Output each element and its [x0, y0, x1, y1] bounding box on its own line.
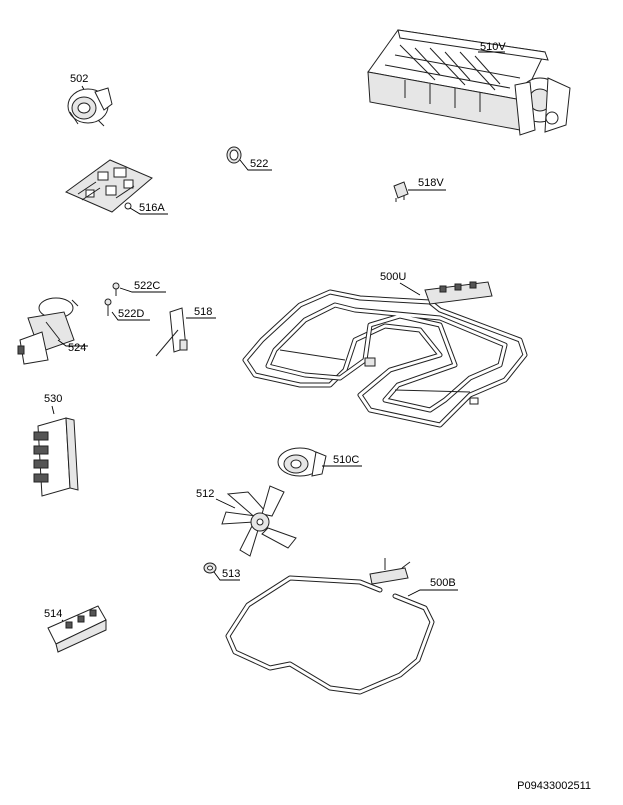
- part-label-524: 524: [68, 342, 86, 354]
- part-label-530: 530: [44, 393, 62, 405]
- part-label-510C: 510C: [333, 454, 359, 466]
- part-522D-drawing: 522D: [104, 298, 150, 321]
- part-label-500B: 500B: [430, 577, 456, 589]
- part-522-drawing: 522: [226, 146, 272, 171]
- part-502-drawing: 502: [67, 73, 113, 127]
- part-label-510V: 510V: [480, 41, 506, 53]
- part-label-522C: 522C: [134, 280, 160, 292]
- part-label-500U: 500U: [380, 271, 406, 283]
- part-516A-drawing: 516A: [64, 159, 168, 215]
- part-510C-drawing: 510C: [277, 447, 362, 477]
- part-label-513: 513: [222, 568, 240, 580]
- part-513-drawing: 513: [203, 562, 240, 581]
- part-510V-drawing: 510V: [367, 29, 571, 136]
- part-500U-drawing: 500U: [242, 271, 528, 428]
- part-512-drawing: 512: [196, 485, 297, 557]
- part-label-514: 514: [44, 608, 62, 620]
- document-code: P09433002511: [517, 780, 591, 792]
- part-label-518: 518: [194, 306, 212, 318]
- part-label-518V: 518V: [418, 177, 444, 189]
- part-label-522: 522: [250, 158, 268, 170]
- part-518-drawing: 518: [155, 306, 216, 357]
- part-label-522D: 522D: [118, 308, 144, 320]
- part-label-512: 512: [196, 488, 214, 500]
- part-530-drawing: 530: [33, 393, 79, 497]
- part-514-drawing: 514: [44, 605, 107, 653]
- part-label-516A: 516A: [139, 202, 165, 214]
- part-500B-drawing: 500B: [225, 558, 458, 695]
- part-524-drawing: 524: [17, 297, 88, 365]
- part-label-502: 502: [70, 73, 88, 85]
- part-522C-drawing: 522C: [112, 280, 166, 296]
- part-518V-drawing: 518V: [393, 177, 446, 202]
